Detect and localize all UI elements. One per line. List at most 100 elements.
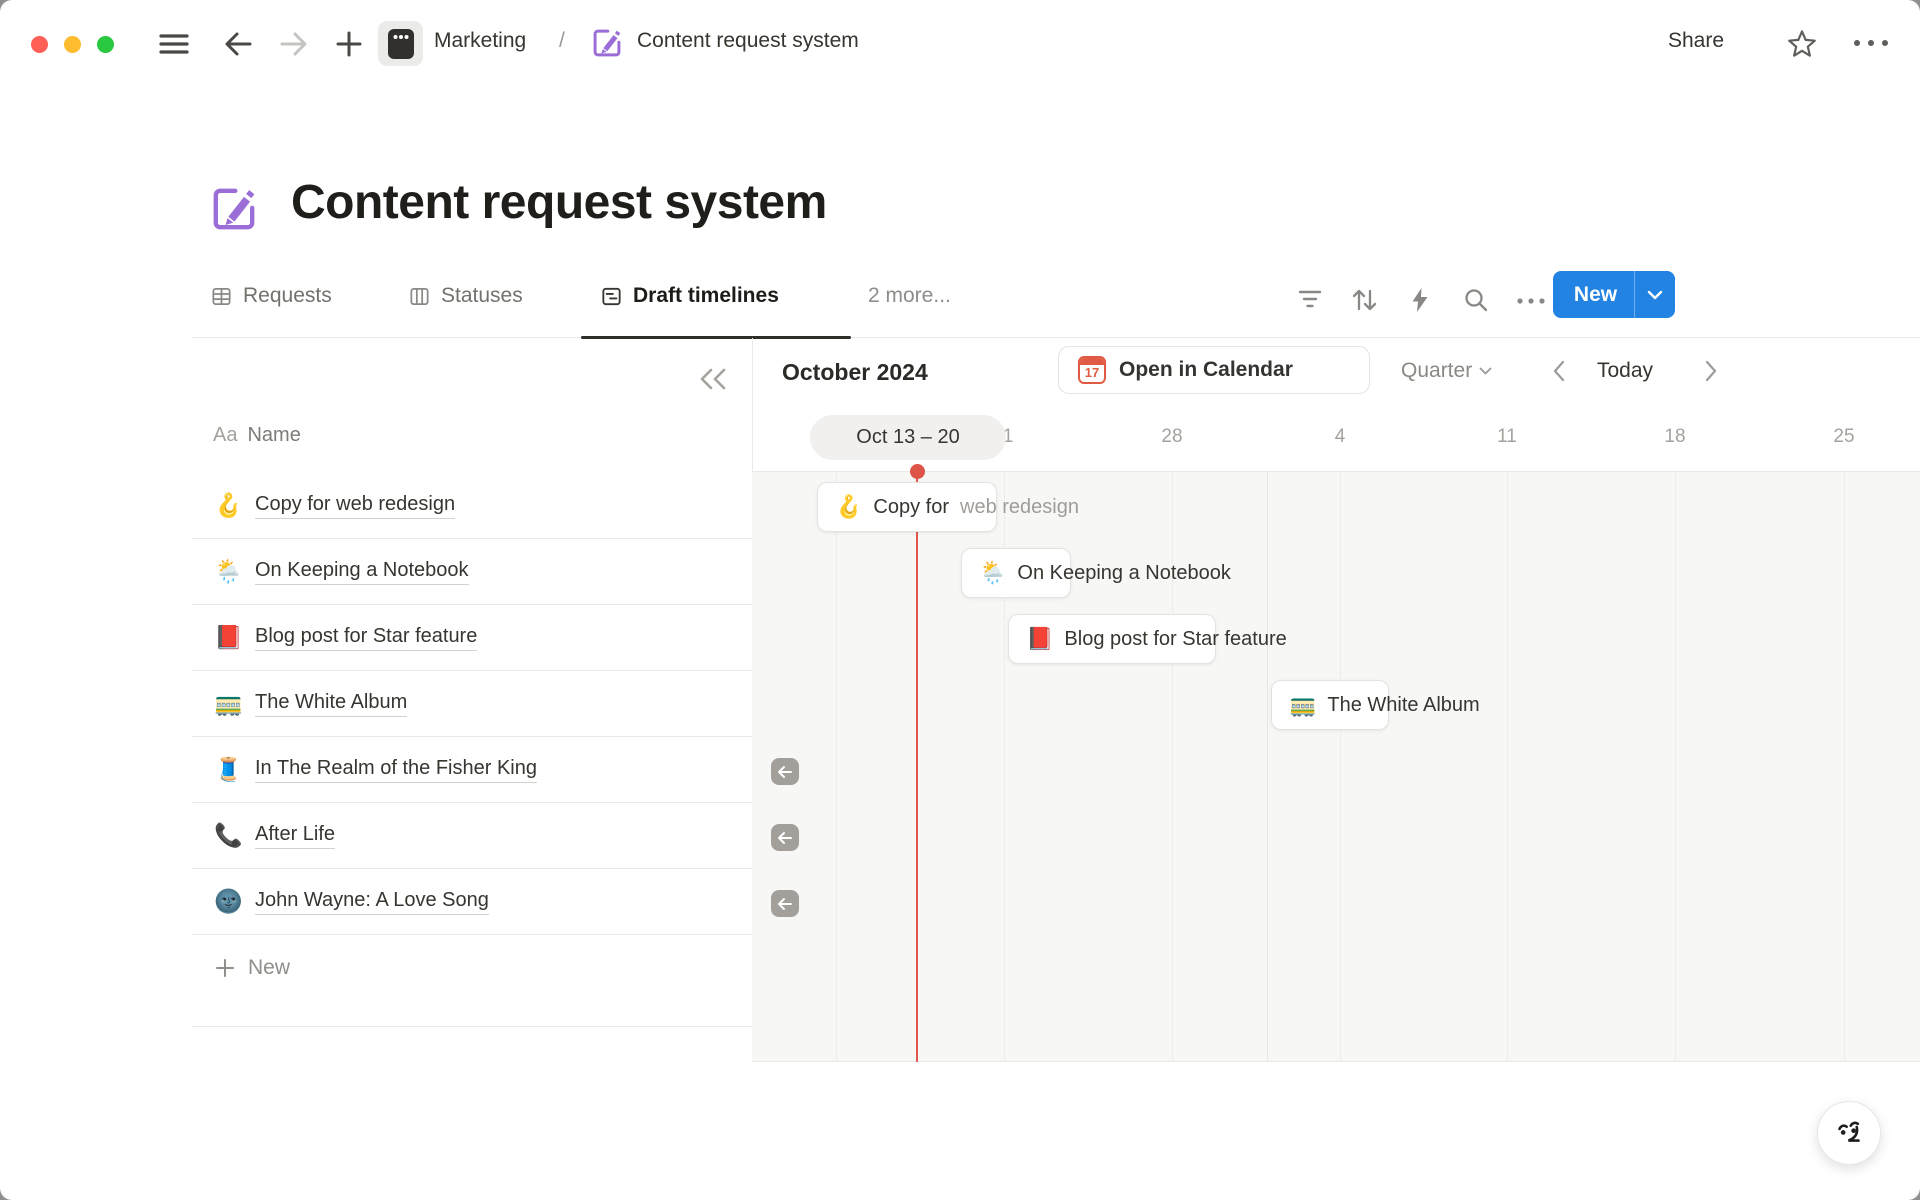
row-title-link[interactable]: Blog post for Star feature [255, 625, 478, 651]
timeline-grid: 🪝 Copy for web redesign 🌦️ On Keeping a … [752, 464, 1920, 1062]
timeline-next-icon[interactable] [1704, 359, 1718, 383]
sidebar-menu-icon[interactable] [158, 30, 190, 58]
new-button-label: New [1573, 282, 1618, 306]
view-options-icon[interactable] [1516, 297, 1546, 305]
table-row[interactable]: 🚃 The White Album [192, 671, 752, 737]
automation-lightning-icon[interactable] [1407, 286, 1433, 314]
breadcrumb-separator: / [559, 29, 565, 52]
table-icon [212, 287, 231, 305]
back-icon[interactable] [222, 30, 254, 58]
open-in-calendar-label: Open in Calendar [1119, 358, 1293, 381]
table-row[interactable]: 📕 Blog post for Star feature [192, 605, 752, 671]
collapse-panel-icon[interactable] [698, 366, 728, 392]
timeline-zoom-select[interactable]: Quarter [1401, 359, 1493, 383]
zoom-window-button[interactable] [97, 36, 114, 53]
breadcrumb-page[interactable]: Content request system [637, 29, 859, 52]
scroll-to-item-left-button[interactable] [771, 890, 799, 917]
arrow-left-icon [778, 765, 792, 778]
selected-week-range-pill[interactable]: Oct 13 – 20 [810, 415, 1006, 460]
week-label: 25 [1833, 426, 1855, 447]
week-label: 11 [1497, 426, 1517, 447]
row-title-link[interactable]: On Keeping a Notebook [255, 559, 469, 585]
share-button[interactable]: Share [1668, 29, 1725, 52]
search-icon[interactable] [1462, 286, 1490, 314]
open-in-calendar-button[interactable]: 17 Open in Calendar [1058, 346, 1370, 394]
row-title-link[interactable]: In The Realm of the Fisher King [255, 757, 537, 783]
forward-icon[interactable] [278, 30, 310, 58]
workspace-icon[interactable] [378, 21, 423, 66]
timeline-prev-icon[interactable] [1552, 359, 1566, 383]
page-title[interactable]: Content request system [291, 176, 827, 229]
row-title-link[interactable]: Copy for web redesign [255, 493, 456, 519]
page-title-memo-icon[interactable] [208, 183, 260, 235]
week-label: 4 [1334, 426, 1346, 447]
tab-statuses-label: Statuses [441, 284, 523, 307]
new-page-plus-icon[interactable] [334, 30, 364, 58]
week-gridline [1004, 472, 1005, 1061]
week-gridline [836, 472, 837, 1061]
new-row-label: New [248, 956, 291, 979]
table-row[interactable]: 🧵 In The Realm of the Fisher King [192, 737, 752, 803]
table-row[interactable]: 🌚 John Wayne: A Love Song [192, 869, 752, 935]
tab-requests[interactable]: Requests [210, 284, 332, 308]
timeline-bar[interactable] [1271, 680, 1389, 730]
timeline-today-button[interactable]: Today [1597, 359, 1654, 382]
tab-more[interactable]: 2 more... [868, 284, 951, 308]
view-tabbar: Requests Statuses Draft timelines 2 more… [192, 270, 1920, 339]
row-title-link[interactable]: John Wayne: A Love Song [255, 889, 489, 915]
telephone-emoji: 📞 [214, 822, 243, 848]
more-options-icon[interactable] [1852, 38, 1892, 48]
timeline-bar[interactable] [961, 548, 1071, 598]
calendar-icon: 17 [1078, 356, 1106, 384]
today-line [916, 472, 918, 1062]
filter-icon[interactable] [1296, 286, 1324, 312]
scroll-to-item-left-button[interactable] [771, 824, 799, 851]
tab-statuses[interactable]: Statuses [408, 284, 523, 308]
panel-bottom-divider [192, 1026, 752, 1027]
scroll-to-item-left-button[interactable] [771, 758, 799, 785]
new-moon-face-emoji: 🌚 [214, 888, 243, 914]
page-memo-icon [590, 26, 624, 60]
hook-emoji: 🪝 [214, 492, 243, 518]
timeline-controls: October 2024 17 Open in Calendar Quarter… [752, 337, 1920, 412]
week-gridline [1340, 472, 1341, 1061]
new-row-button[interactable]: New [192, 935, 752, 1001]
table-row[interactable]: 🪝 Copy for web redesign [192, 473, 752, 539]
table-row[interactable]: 🌦️ On Keeping a Notebook [192, 539, 752, 605]
timeline-bar[interactable] [1008, 614, 1216, 664]
row-title-link[interactable]: After Life [255, 823, 336, 849]
plus-icon [216, 959, 234, 977]
new-button[interactable]: New [1553, 271, 1675, 318]
thread-spool-emoji: 🧵 [214, 756, 243, 782]
arrow-left-icon [778, 831, 792, 844]
name-column-label: Name [247, 424, 301, 446]
chevron-down-icon [1479, 367, 1492, 375]
ai-face-icon [1838, 1121, 1860, 1142]
breadcrumb-workspace[interactable]: Marketing [434, 29, 527, 52]
minimize-window-button[interactable] [64, 36, 81, 53]
tab-more-label: 2 more... [868, 284, 951, 307]
month-gridline [1267, 472, 1268, 1061]
row-title-link[interactable]: The White Album [255, 691, 408, 717]
week-gridline [1675, 472, 1676, 1061]
active-tab-underline [581, 336, 851, 339]
timeline-bar[interactable] [817, 482, 997, 532]
tram-emoji: 🚃 [214, 690, 243, 716]
board-icon [410, 287, 429, 305]
week-label: 28 [1161, 426, 1183, 447]
new-button-chevron-down-icon[interactable] [1635, 289, 1675, 301]
timeline-icon [602, 287, 621, 305]
table-row[interactable]: 📞 After Life [192, 803, 752, 869]
sort-icon[interactable] [1349, 286, 1379, 314]
tab-draft-timelines[interactable]: Draft timelines [600, 284, 779, 308]
sun-rain-cloud-emoji: 🌦️ [214, 558, 243, 584]
today-marker-dot [910, 464, 925, 479]
tab-draft-timelines-label: Draft timelines [633, 284, 779, 307]
red-book-emoji: 📕 [214, 624, 243, 650]
favorite-star-icon[interactable] [1786, 28, 1818, 60]
calendar-day-number: 17 [1084, 365, 1100, 380]
notion-ai-button[interactable] [1817, 1101, 1881, 1165]
close-window-button[interactable] [31, 36, 48, 53]
name-column-header[interactable]: Aa Name [213, 424, 301, 447]
